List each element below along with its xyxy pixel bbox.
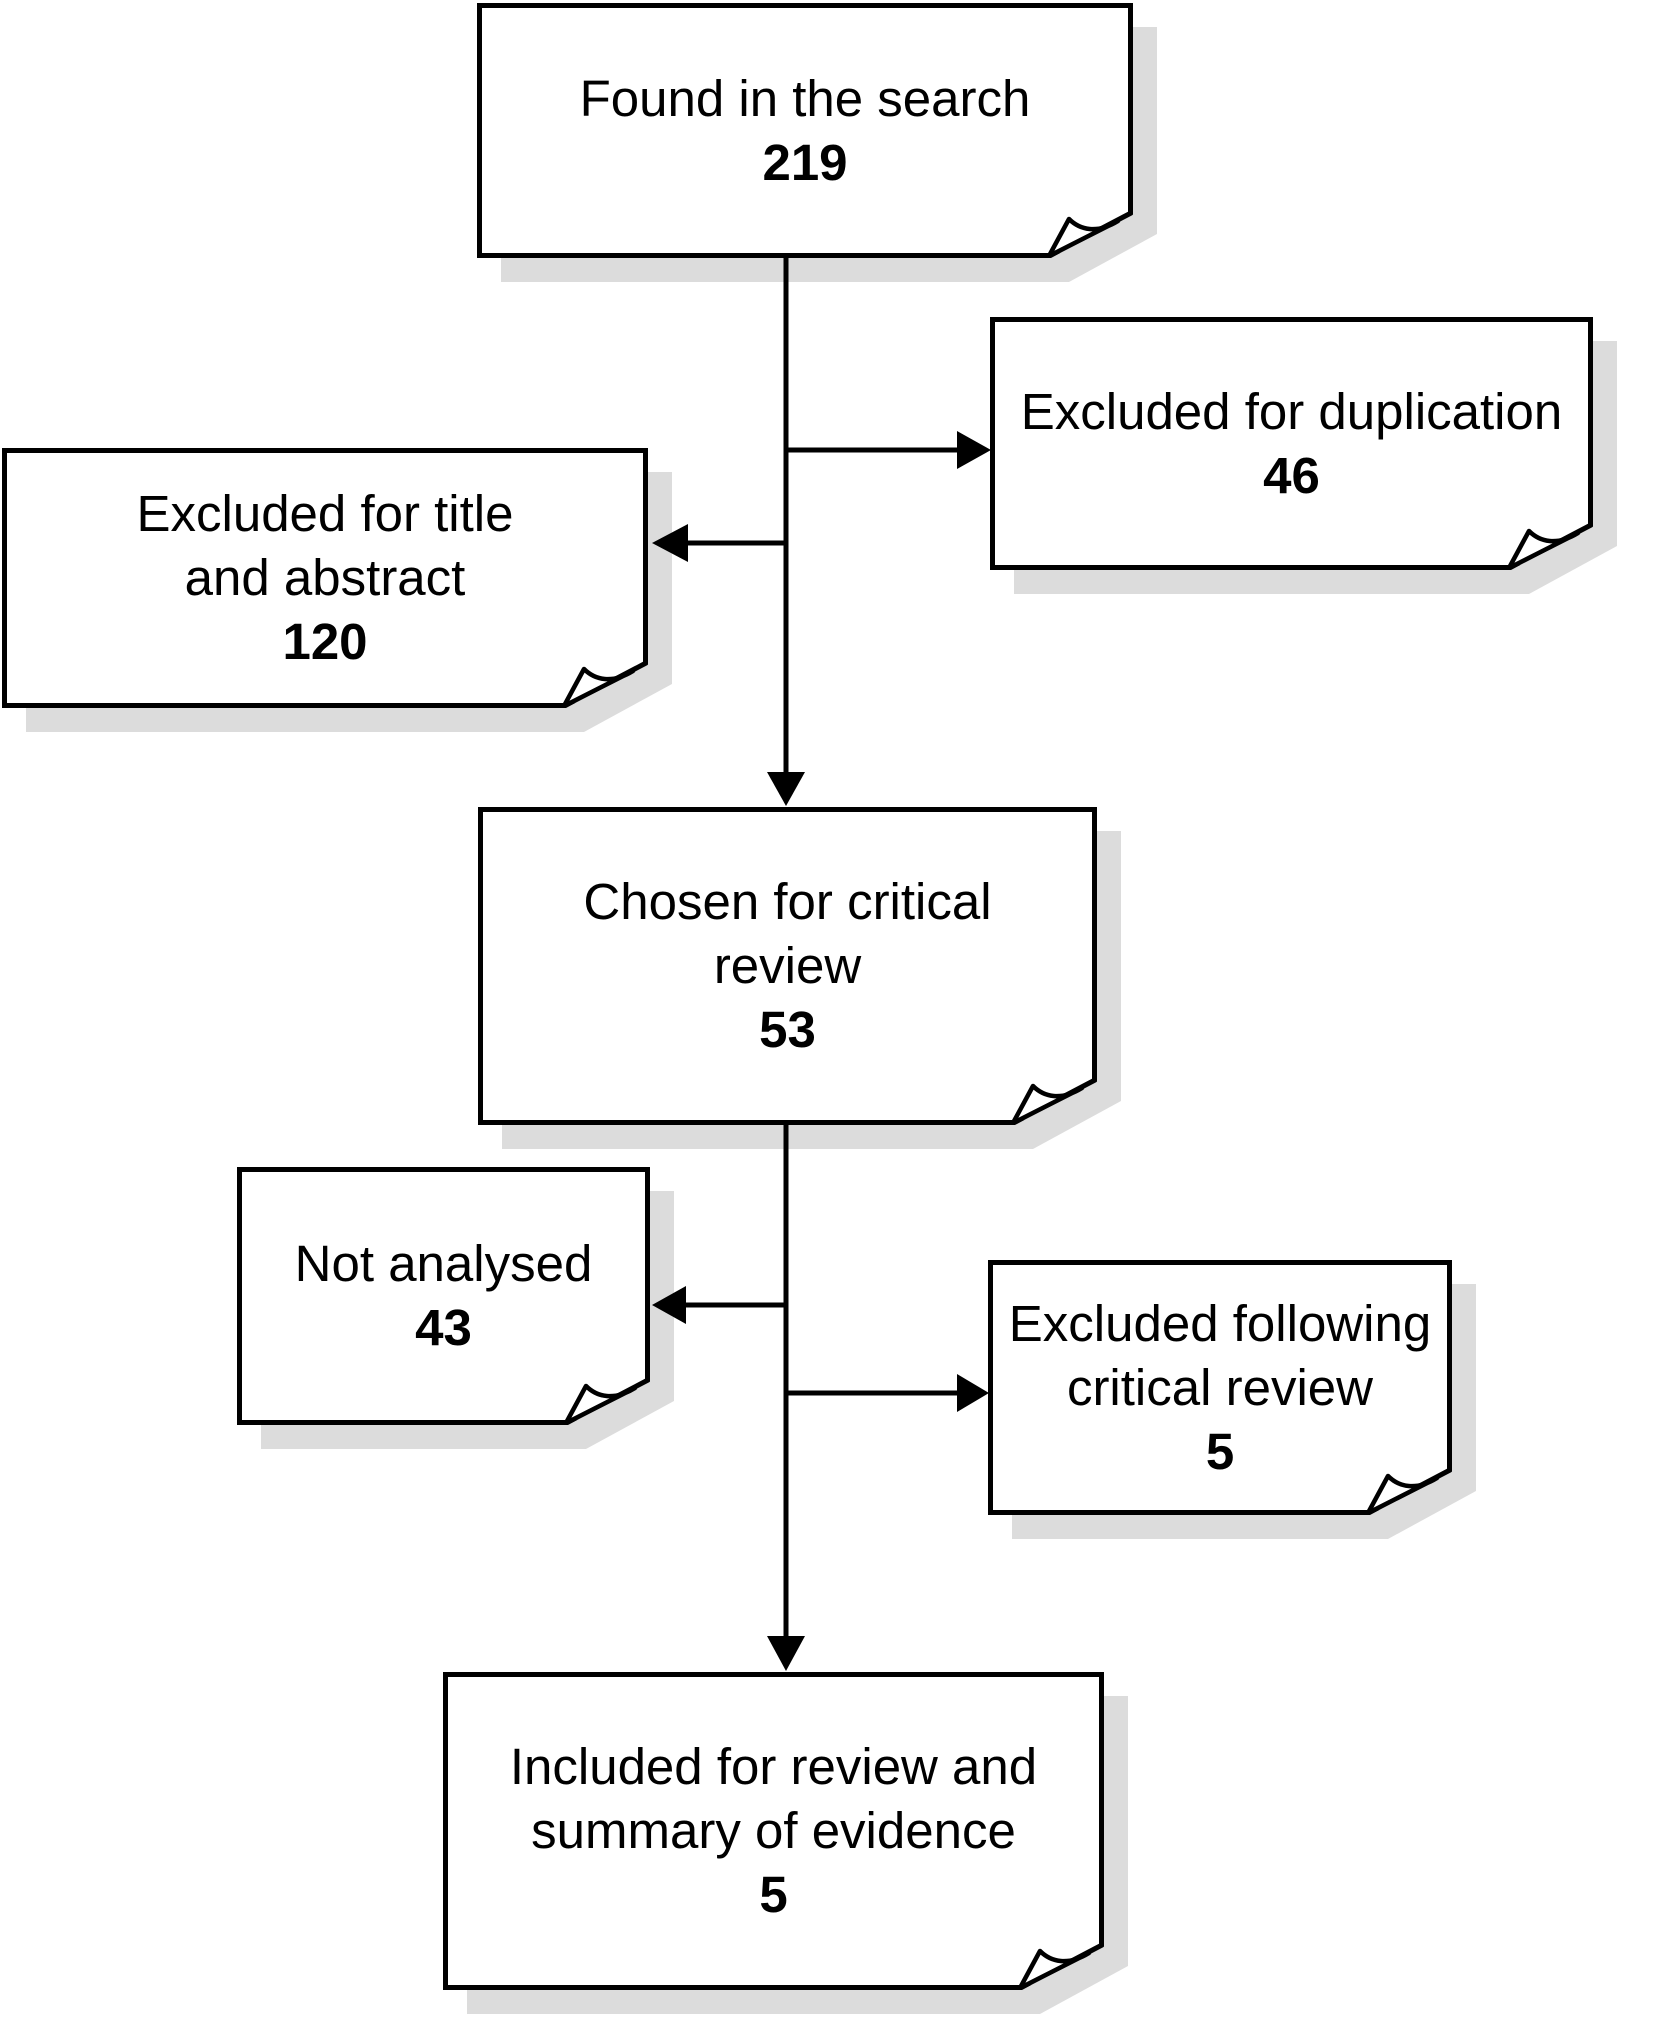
arrowhead-to-not-analysed xyxy=(652,1286,686,1324)
box-count: 219 xyxy=(762,133,848,191)
arrowhead-to-included xyxy=(767,1636,805,1671)
folded-corner-icon xyxy=(1010,1077,1097,1125)
box-label: Found in the search xyxy=(579,69,1031,127)
box-paper: Excluded for duplication 46 xyxy=(990,317,1593,570)
folded-corner-icon xyxy=(1017,1942,1104,1990)
box-label: Excluded following critical review xyxy=(1008,1294,1432,1416)
arrowhead-to-excluded-review xyxy=(957,1374,989,1412)
box-count: 5 xyxy=(759,1866,788,1923)
folded-corner-icon xyxy=(1046,210,1133,258)
box-paper: Not analysed 43 xyxy=(237,1167,650,1425)
box-count: 46 xyxy=(1263,446,1320,504)
arrowhead-to-duplication xyxy=(957,431,991,469)
folded-corner-icon xyxy=(561,660,648,708)
arrowhead-to-chosen xyxy=(767,772,805,806)
box-paper: Excluded for title and abstract 120 xyxy=(2,448,648,708)
arrowhead-to-title-abstract xyxy=(652,524,688,562)
box-paper: Excluded following critical review 5 xyxy=(988,1260,1452,1515)
box-label: Included for review and summary of evide… xyxy=(509,1738,1038,1859)
box-included-for-review: Included for review and summary of evide… xyxy=(443,1672,1104,1990)
box-label: Not analysed xyxy=(294,1235,593,1292)
box-excluded-duplication: Excluded for duplication 46 xyxy=(990,317,1593,570)
box-found-in-search: Found in the search 219 xyxy=(477,3,1133,258)
box-count: 5 xyxy=(1205,1422,1235,1480)
folded-corner-icon xyxy=(563,1377,650,1425)
folded-corner-icon xyxy=(1506,522,1593,570)
box-count: 53 xyxy=(759,1001,816,1058)
box-not-analysed: Not analysed 43 xyxy=(237,1167,650,1425)
box-chosen-critical-review: Chosen for critical review 53 xyxy=(478,807,1097,1125)
box-label: Chosen for critical review xyxy=(583,873,992,994)
box-count: 120 xyxy=(282,613,368,670)
box-paper: Found in the search 219 xyxy=(477,3,1133,258)
box-label: Excluded for title and abstract xyxy=(136,485,514,606)
box-paper: Chosen for critical review 53 xyxy=(478,807,1097,1125)
folded-corner-icon xyxy=(1365,1467,1452,1515)
box-label: Excluded for duplication xyxy=(1020,382,1563,440)
box-count: 43 xyxy=(415,1299,472,1356)
box-excluded-title-abstract: Excluded for title and abstract 120 xyxy=(2,448,648,708)
box-excluded-following-review: Excluded following critical review 5 xyxy=(988,1260,1452,1515)
box-paper: Included for review and summary of evide… xyxy=(443,1672,1104,1990)
